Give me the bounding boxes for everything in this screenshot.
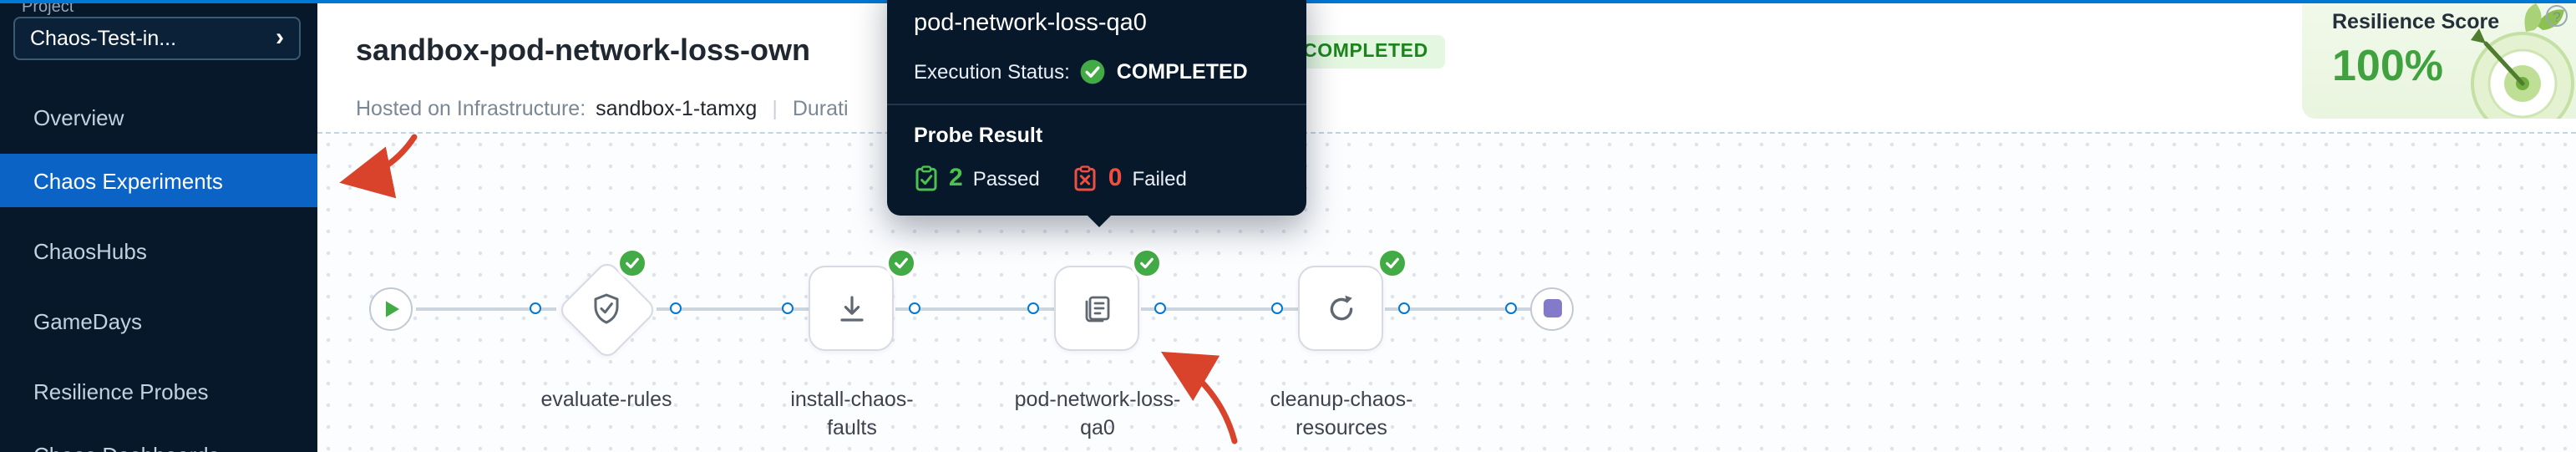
tooltip-divider xyxy=(887,104,1306,105)
stop-icon xyxy=(1543,299,1561,317)
sidebar-item-label: Chaos Dashboards xyxy=(33,442,220,452)
node-install-chaos-faults[interactable] xyxy=(809,266,894,351)
sidebar-item-resilience-probes[interactable]: Resilience Probes xyxy=(0,364,317,418)
connector-dot xyxy=(909,302,920,313)
sidebar: Project Chaos-Test-in... › Overview Chao… xyxy=(0,0,317,452)
connector-line xyxy=(1141,307,1298,310)
connector-line xyxy=(1385,307,1532,310)
sidebar-item-label: ChaosHubs xyxy=(33,238,147,263)
sidebar-item-overview[interactable]: Overview xyxy=(0,90,317,144)
connector-dot xyxy=(670,302,682,313)
sidebar-item-label: Chaos Experiments xyxy=(33,168,223,193)
success-check-badge xyxy=(885,246,917,278)
sidebar-item-label: Overview xyxy=(33,104,124,130)
node-pod-network-loss-qa0[interactable] xyxy=(1054,266,1139,351)
resilience-score-card: Resilience Score 100% ? xyxy=(2302,0,2576,119)
node-label: install-chaos- faults xyxy=(790,388,914,439)
check-circle-icon xyxy=(1080,58,1107,85)
passed-count: 2 xyxy=(949,164,963,192)
meta-separator: | xyxy=(772,97,778,120)
sidebar-item-chaos-dashboards[interactable]: Chaos Dashboards xyxy=(0,428,317,452)
score-title: Resilience Score xyxy=(2332,10,2500,33)
execution-status-row: Execution Status: COMPLETED xyxy=(914,58,1280,85)
failed-probe-icon xyxy=(1073,165,1098,191)
project-label: Project xyxy=(22,0,74,17)
page-title: sandbox-pod-network-loss-own xyxy=(356,33,810,67)
sidebar-item-chaoshubs[interactable]: ChaosHubs xyxy=(0,224,317,277)
success-check-badge xyxy=(616,246,648,278)
probe-result-row: 2 Passed 0 Failed xyxy=(914,164,1280,192)
failed-label: Failed xyxy=(1132,166,1187,190)
sidebar-item-chaos-experiments[interactable]: Chaos Experiments xyxy=(0,154,317,207)
node-label: evaluate-rules xyxy=(540,388,672,411)
score-value: 100% xyxy=(2332,40,2443,90)
connector-dot xyxy=(782,302,794,313)
play-icon xyxy=(382,298,400,318)
help-icon[interactable]: ? xyxy=(2546,5,2568,27)
passed-probe-icon xyxy=(914,165,939,191)
success-check-badge xyxy=(1377,246,1408,278)
pipeline-canvas xyxy=(317,132,2576,452)
connector-line xyxy=(416,307,556,310)
connector-dot xyxy=(530,302,541,313)
experiment-icon xyxy=(1080,292,1113,325)
node-status-tooltip: pod-network-loss-qa0 Execution Status: C… xyxy=(887,0,1306,227)
infra-value: sandbox-1-tamxg xyxy=(596,97,758,120)
sidebar-item-gamedays[interactable]: GameDays xyxy=(0,294,317,348)
connector-line xyxy=(657,307,809,310)
duration-label: Durati xyxy=(792,97,849,120)
execution-status-label: Execution Status: xyxy=(914,60,1070,84)
passed-label: Passed xyxy=(972,166,1040,190)
execution-status-value: COMPLETED xyxy=(1116,60,1248,84)
status-badge: COMPLETED xyxy=(1286,35,1445,69)
success-check-badge xyxy=(1131,246,1163,278)
infra-label: Hosted on Infrastructure: xyxy=(356,97,586,120)
chevron-right-icon: › xyxy=(276,23,284,51)
connector-dot xyxy=(1271,302,1283,313)
connector-dot xyxy=(1154,302,1166,313)
probe-result-title: Probe Result xyxy=(914,124,1043,147)
node-cleanup-chaos-resources[interactable] xyxy=(1298,266,1383,351)
experiment-meta: Hosted on Infrastructure: sandbox-1-tamx… xyxy=(356,97,849,120)
connector-line xyxy=(895,307,1054,310)
connector-dot xyxy=(1505,302,1517,313)
tooltip-pointer xyxy=(1086,214,1113,227)
pipeline-end-node[interactable] xyxy=(1530,287,1574,330)
connector-dot xyxy=(1027,302,1039,313)
refresh-icon xyxy=(1324,292,1357,325)
failed-count: 0 xyxy=(1108,164,1123,192)
download-icon xyxy=(834,292,868,325)
sidebar-item-label: Resilience Probes xyxy=(33,378,209,404)
tooltip-title: pod-network-loss-qa0 xyxy=(914,10,1147,37)
project-name: Chaos-Test-in... xyxy=(30,27,177,50)
sidebar-item-label: GameDays xyxy=(33,308,143,333)
project-selector[interactable]: Chaos-Test-in... › xyxy=(13,17,301,60)
connector-dot xyxy=(1398,302,1410,313)
node-label: pod-network-loss- qa0 xyxy=(1014,388,1181,439)
node-label: cleanup-chaos- resources xyxy=(1270,388,1413,439)
pipeline-start-node[interactable] xyxy=(369,287,413,330)
